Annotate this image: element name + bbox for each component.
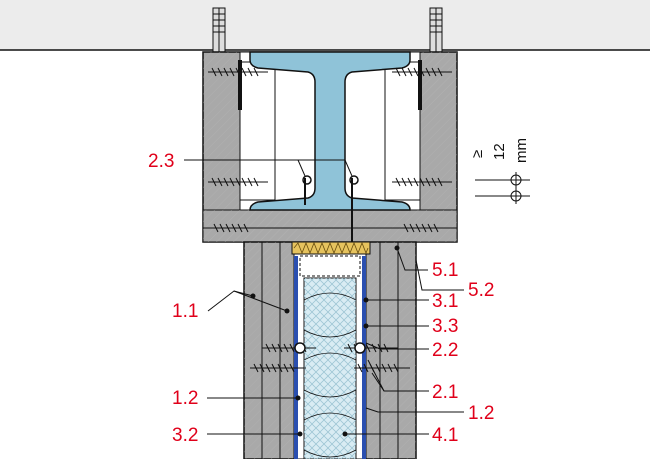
leader-lines [184, 159, 464, 437]
label-3-2: 3.2 [172, 425, 198, 446]
label-5-2: 5.2 [468, 280, 494, 301]
label-2-2: 2.2 [432, 340, 458, 361]
label-2-3: 2.3 [148, 151, 174, 172]
label-3-1: 3.1 [432, 291, 458, 312]
dimension-unit: mm [513, 138, 530, 163]
fastener-right [354, 342, 366, 354]
label-2-1: 2.1 [432, 382, 458, 403]
angle-profile-right [418, 60, 422, 110]
intumescent-pattern [293, 241, 369, 255]
ceiling-anchor-left [212, 7, 226, 53]
label-1-2-right: 1.2 [468, 403, 494, 424]
dimension-value: 12 [491, 143, 508, 160]
label-1-1: 1.1 [172, 301, 198, 322]
label-4-1: 4.1 [432, 425, 458, 446]
angle-profile-left [238, 60, 242, 110]
dimension-marker [475, 172, 530, 204]
fastener-left [294, 342, 306, 354]
label-3-3: 3.3 [432, 316, 458, 337]
dimension-symbol: ≥ [469, 150, 486, 158]
label-1-2-left: 1.2 [172, 388, 198, 409]
hanger-wires [302, 175, 359, 245]
label-5-1: 5.1 [432, 260, 458, 281]
steel-i-beam [249, 51, 411, 211]
ceiling-anchor-right [429, 7, 443, 53]
ceiling-slab [0, 0, 650, 50]
